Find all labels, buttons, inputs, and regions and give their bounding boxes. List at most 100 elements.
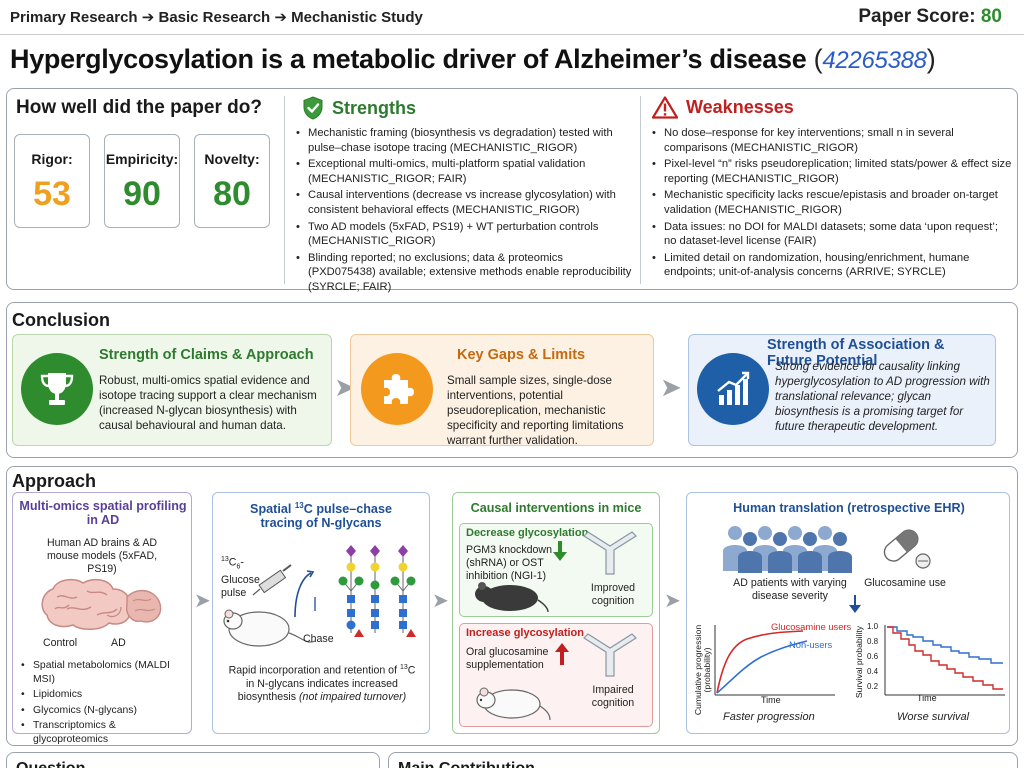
decrease-box: Decrease glycosylation PGM3 knockdown (s… (459, 523, 653, 617)
ad-label: AD (111, 637, 126, 649)
decrease-text: PGM3 knockdown (shRNA) or OST inhibition… (466, 544, 552, 582)
weaknesses-heading: Weaknesses (652, 96, 794, 119)
list-item: Blinding reported; no exclusions; data &… (296, 251, 632, 295)
flow-arrow-icon: ➤ (664, 590, 681, 612)
strengths-title: Strengths (332, 97, 417, 118)
list-item: Two AD models (5xFAD, PS19) + WT perturb… (296, 220, 632, 249)
chase-label: Chase (303, 633, 334, 645)
arrow-up-red-icon (555, 643, 569, 665)
patients-label: AD patients with varying disease severit… (733, 577, 847, 602)
list-item: Mechanistic specificity lacks rescue/epi… (652, 188, 1012, 217)
list-item: Exceptional multi-omics, multi-platform … (296, 157, 632, 186)
brain-icon (41, 578, 162, 630)
conclusion-card-text: Strong evidence for causality linking hy… (775, 360, 990, 433)
question-panel (6, 752, 380, 768)
question-heading: Question (16, 760, 85, 768)
shield-check-icon (303, 96, 323, 120)
users-survival (887, 626, 1003, 690)
paper-id-link[interactable]: 42265388 (822, 47, 927, 74)
section-divider (284, 96, 285, 284)
list-item: Glycomics (N-glycans) (21, 704, 189, 718)
novelty-value: 80 (213, 175, 251, 213)
list-item: Limited detail on randomization, housing… (652, 251, 1012, 280)
strengths-list: Mechanistic framing (biosynthesis vs deg… (296, 126, 632, 297)
list-item: No dose–response for key interventions; … (652, 126, 1012, 155)
conclusion-card-text: Robust, multi-omics spatial evidence and… (99, 374, 317, 432)
list-item: Causal interventions (decrease vs increa… (296, 188, 632, 217)
nonusers-curve (716, 640, 808, 694)
paper-title: Hyperglycosylation is a metabolic driver… (10, 44, 807, 74)
breadcrumb: Primary Research ➔ Basic Research ➔ Mech… (10, 9, 423, 26)
rigor-value: 53 (33, 175, 71, 213)
right-chart-ylabel: Survival probability (854, 625, 864, 699)
decrease-title: Decrease glycosylation (466, 527, 589, 539)
approach-card-title: Multi-omics spatial profiling in AD (19, 499, 187, 527)
glucose-pulse-label: 13C6-Glucose pulse (221, 556, 260, 599)
weaknesses-list: No dose–response for key interventions; … (652, 126, 1012, 282)
conclusion-card-title: Strength of Association & Future Potenti… (767, 337, 945, 369)
syringe-icon (252, 564, 292, 596)
growth-chart-icon (697, 353, 769, 425)
increase-text: Oral glucosamine supplementation (466, 646, 549, 671)
approach-card-title: Human translation (retrospective EHR) (733, 501, 965, 515)
multiomics-list: Spatial metabolomics (MALDI MSI) Lipidom… (21, 659, 189, 749)
approach-card-human: Human translation (retrospective EHR) AD… (686, 492, 1010, 734)
conclusion-card-title: Key Gaps & Limits (457, 347, 586, 363)
novelty-label: Novelty: (204, 151, 260, 167)
patients-group-icon (723, 526, 852, 573)
flow-arrow-icon: ➤ (660, 372, 682, 402)
right-chart-ticks: 1.0 0.8 0.6 0.4 0.2 (867, 619, 878, 694)
y-maze-icon (583, 633, 637, 677)
increase-box: Increase glycosylation Oral glucosamine … (459, 623, 653, 727)
conclusion-card-strength: Strength of Claims & Approach Robust, mu… (12, 334, 332, 446)
left-chart-xlabel: Time (761, 695, 781, 705)
increase-result: Impaired cognition (591, 684, 635, 709)
white-mouse-icon (476, 687, 551, 721)
flow-arrow-icon: ➤ (194, 590, 211, 612)
glycan-structures-icon (338, 545, 416, 637)
header-divider (0, 34, 1024, 35)
empiricity-label: Empiricity: (105, 151, 179, 167)
conclusion-card-text: Small sample sizes, single-dose interven… (447, 374, 624, 447)
left-chart-caption: Faster progression (723, 711, 815, 723)
arrow-down-blue-icon (849, 595, 861, 613)
conclusion-card-gaps: Key Gaps & Limits Small sample sizes, si… (350, 334, 654, 447)
nonusers-survival (887, 626, 1003, 664)
approach-card-multiomics: Multi-omics spatial profiling in AD Huma… (12, 492, 192, 745)
section-divider (640, 96, 641, 284)
empiricity-value: 90 (123, 175, 161, 213)
tick-label: 0.2 (867, 682, 879, 691)
trophy-icon (21, 353, 93, 425)
left-chart-ylabel-wrap: Cumulative progression (probability) (691, 623, 712, 719)
y-maze-icon (583, 531, 637, 575)
glucosamine-label: Glucosamine use (864, 577, 946, 589)
legend-nonusers: Non-users (789, 639, 833, 650)
approach-card-causal: Causal interventions in mice Decrease gl… (452, 492, 660, 734)
approach-card-title: Spatial 13C pulse–chase tracing of N-gly… (250, 501, 392, 531)
pill-capsule-icon (883, 529, 931, 569)
tick-label: 1.0 (867, 622, 879, 631)
page-title: Hyperglycosylation is a metabolic driver… (10, 44, 936, 74)
main-contribution-panel (388, 752, 1018, 768)
puzzle-icon (361, 353, 433, 425)
control-label: Control (43, 637, 78, 649)
list-item: Transcriptomics & glycoproteomics (21, 719, 189, 746)
progression-chart (714, 625, 835, 696)
increase-title: Increase glycosylation (466, 627, 584, 639)
right-chart-ylabel-wrap: Survival probability (853, 623, 865, 703)
paper-score-label: Paper Score: (858, 6, 976, 27)
survival-chart (884, 625, 1005, 696)
approach-card-subtitle: Human AD brains & AD mouse models (5xFAD… (46, 537, 158, 575)
conclusion-card-potential: Strength of Association & Future Potenti… (688, 334, 996, 446)
list-item: Lipidomics (21, 688, 189, 702)
main-contribution-heading: Main Contribution (398, 760, 535, 768)
users-curve (716, 630, 804, 694)
rigor-label: Rigor: (31, 151, 73, 167)
legend-users: Glucosamine users (771, 621, 852, 632)
conclusion-heading: Conclusion (12, 310, 110, 330)
flow-arrow-icon: ➤ (432, 590, 449, 612)
paper-score-value: 80 (980, 6, 1002, 27)
tick-label: 0.4 (867, 667, 879, 676)
list-item: Pixel-level “n” risks pseudoreplication;… (652, 157, 1012, 186)
list-item: Spatial metabolomics (MALDI MSI) (21, 659, 189, 686)
